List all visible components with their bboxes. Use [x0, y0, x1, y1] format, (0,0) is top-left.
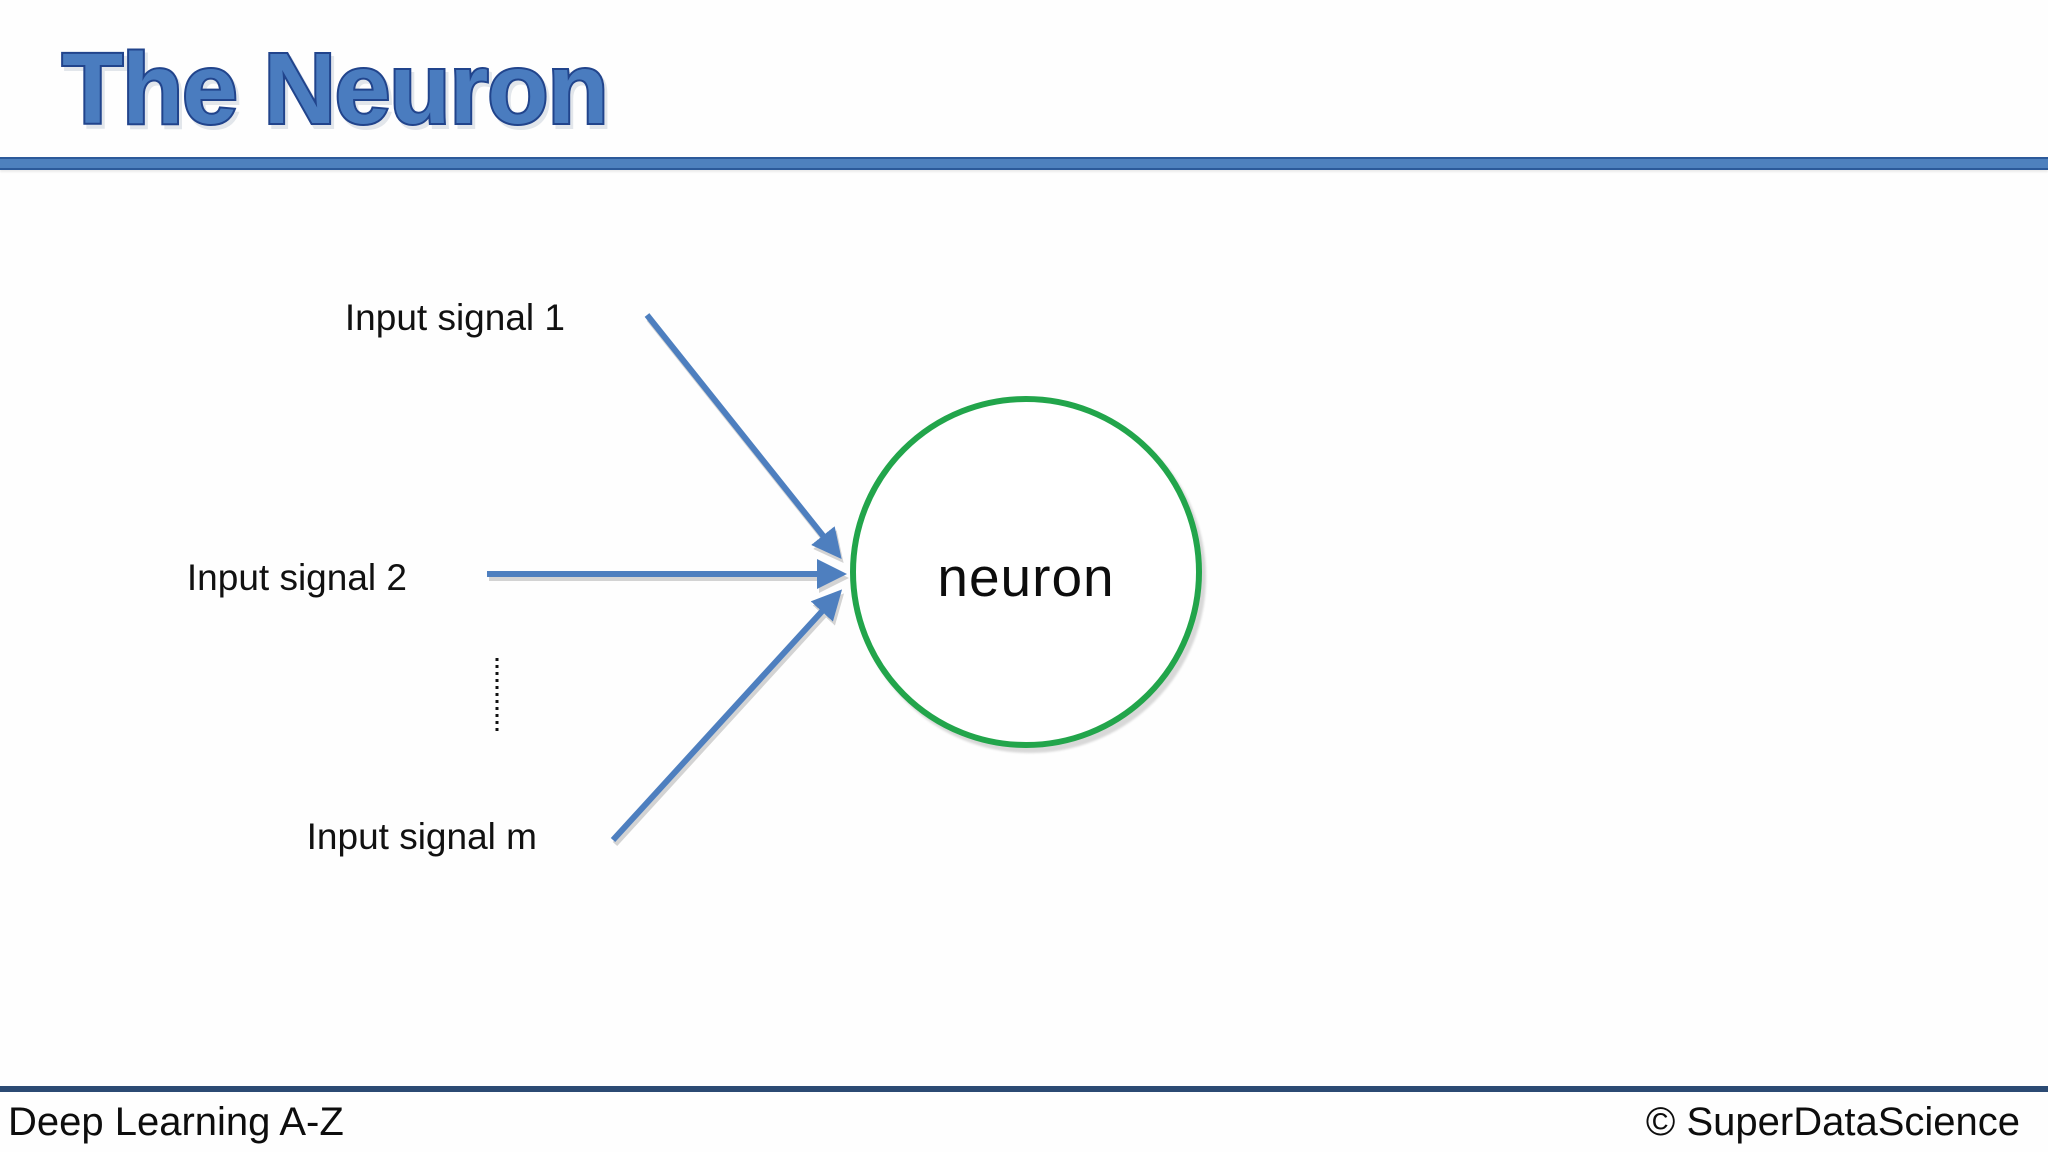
page-title: The Neuron [62, 33, 608, 145]
neuron-node-circle [850, 396, 1202, 748]
input-arrow-m [610, 589, 843, 843]
header-divider [0, 157, 2048, 170]
slide-title-block: The Neuron [60, 31, 611, 147]
footer-divider [0, 1086, 2048, 1092]
input-signal-m-label: Input signal m [306, 816, 537, 857]
footer-copyright: © SuperDataScience [1645, 1100, 2020, 1144]
footer-course-name: Deep Learning A-Z [8, 1100, 344, 1144]
neuron-node-label: neuron [937, 546, 1115, 608]
input-arrow-1 [644, 313, 842, 560]
input-signal-2-label: Input signal 2 [186, 557, 407, 598]
input-signal-1-label: Input signal 1 [344, 297, 565, 338]
